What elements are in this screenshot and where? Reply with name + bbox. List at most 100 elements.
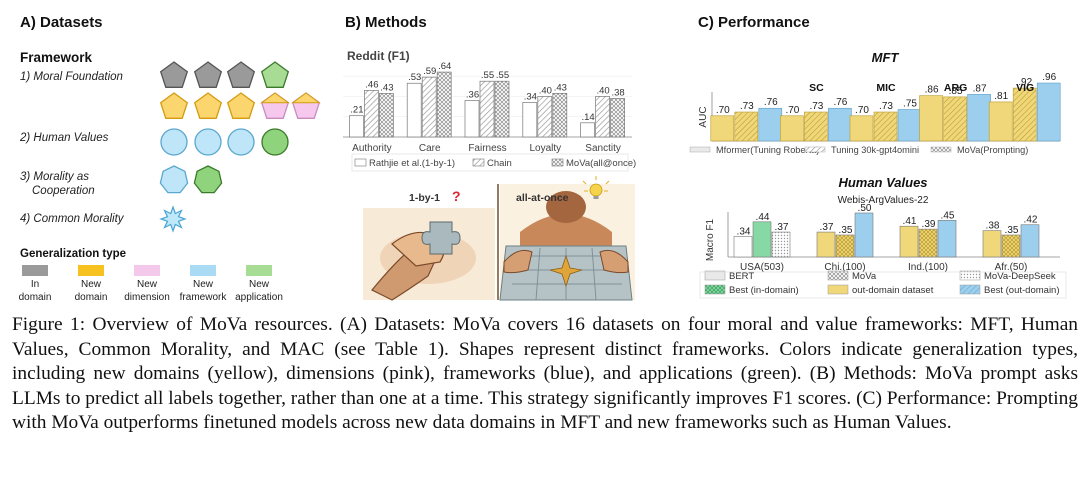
gen-swatch [246,265,272,276]
bar [522,102,538,138]
data-label: .46 [365,79,378,90]
framework-shapes [159,61,321,233]
data-label: .76 [833,97,847,108]
framework-label-mac-1: 3) Morality as [20,171,89,183]
bar [873,111,898,142]
bar [610,98,625,138]
data-label: .37 [775,222,789,233]
legend-swatch [704,270,726,281]
bar [1012,87,1037,142]
tick-label: Authority [352,143,391,154]
bar [943,96,967,142]
legend-label: MoVa [852,271,877,282]
pentagon-icon [159,92,189,119]
bar [919,95,943,142]
bar [854,212,874,258]
framework-label-human-values: 2) Human Values [19,132,109,144]
bar [1001,234,1021,258]
category-label: MIC [876,82,896,94]
data-label: .21 [350,105,363,116]
data-label: .55 [481,70,494,81]
bar [710,115,735,142]
data-label: .87 [973,83,987,94]
pentagon-split-icon [260,92,290,119]
data-label: .53 [408,72,421,83]
bar [918,228,938,258]
bar [771,231,791,258]
bar [899,225,919,258]
data-label: .70 [855,105,869,116]
gen-label: domain [19,292,52,303]
figure-canvas: A) Datasets Framework 1) Moral Foundatio… [19,14,1067,303]
data-label: .43 [380,82,393,93]
panel-b-title: B) Methods [345,14,427,31]
gen-label: application [235,292,283,303]
bar [364,89,379,138]
bar [816,231,836,258]
data-label: .81 [994,91,1008,102]
gen-label: New [249,279,270,290]
bar [537,96,553,138]
bar [406,82,422,138]
framework-label-mac-2: Cooperation [32,185,95,197]
bar [733,236,753,258]
gen-label: New [137,279,158,290]
data-label: .70 [716,105,730,116]
tick-label: USA(503) [740,262,784,273]
gen-swatch [190,265,216,276]
legend-swatch [551,158,564,167]
bar [580,122,595,138]
legend-swatch [704,284,726,295]
pentagon-icon [193,92,223,119]
gen-swatch [78,265,104,276]
legend-label: Rathjie et al.(1-by-1) [369,158,455,169]
data-label: .14 [581,112,594,123]
legend-label: BERT [729,271,754,282]
tick-label: Afr.(50) [995,262,1028,273]
chart-title: Human Values [838,175,927,190]
bar [552,93,568,138]
starburst-icon [159,205,187,233]
illustration-all-at-once: all-at-once [499,176,635,301]
legend-label: out-domain dataset [852,285,934,296]
data-label: .59 [423,66,436,77]
category-label: SC [809,82,824,94]
data-label: .92 [1018,77,1032,88]
tick-label: Chi.(100) [824,262,865,273]
circle-icon [194,128,222,156]
tick-label: Care [419,143,441,154]
bar [982,230,1002,258]
data-label: .73 [740,101,754,112]
data-label: .43 [554,82,567,93]
lightbulb-icon [582,176,610,199]
legend-swatch [689,146,711,153]
gen-label: domain [75,292,108,303]
legend-label: MoVa(Prompting) [957,145,1028,155]
chart-subtitle: Webis-ArgValues-22 [838,195,929,206]
bar [349,115,364,138]
bar [804,111,828,142]
pentagon-icon [226,92,256,119]
data-label: .70 [785,105,799,116]
category-label: ARG [944,82,967,94]
data-label: .40 [539,85,552,96]
question-mark-icon: ? [452,188,461,204]
data-label: .85 [949,86,963,97]
bar [752,221,772,258]
data-label: .34 [524,92,537,103]
pentagon-split-icon [291,92,321,119]
bar [436,71,452,138]
data-label: .75 [903,99,917,110]
illustration-1-by-1: 1-by-1 ? [363,188,495,301]
legend-swatch [959,270,981,281]
framework-label-moral-foundation: 1) Moral Foundation [20,71,123,83]
mft-auc-chart: MFTAUC.70.73.76.70.73.76SC.70.73.75MIC.8… [689,50,1061,155]
figure-caption: Figure 1: Overview of MoVa resources. (A… [12,314,1078,434]
data-label: .41 [903,216,917,227]
circle-icon [227,128,255,156]
circle-icon [160,128,188,156]
gen-swatch [22,265,48,276]
data-label: .38 [986,221,1000,232]
legend-label: Chain [487,158,512,169]
